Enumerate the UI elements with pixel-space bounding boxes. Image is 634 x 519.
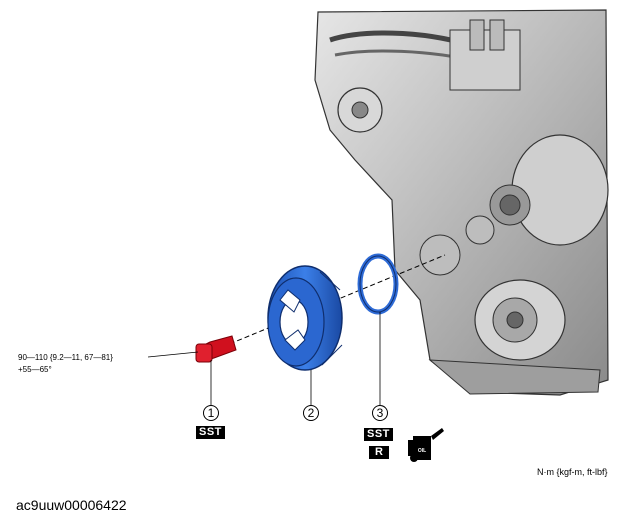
callout-1-sst-badge: SST [196, 426, 225, 439]
oil-seal [357, 253, 399, 315]
callout-3-sst-badge: SST [364, 428, 393, 441]
torque-leader-line [147, 351, 199, 358]
engine-block [314, 9, 609, 396]
callout-3-r-badge: R [369, 446, 389, 459]
oil-icon-text: OIL [418, 448, 426, 454]
callout-1-number: 1 [203, 405, 219, 421]
torque-spec-line2: +55—65° [18, 365, 52, 374]
oil-can-icon: OIL [408, 428, 444, 462]
pulley-bolt [195, 335, 237, 363]
callout-2-number: 2 [303, 405, 319, 421]
crankshaft-pulley [267, 265, 343, 371]
callout-3-number: 3 [372, 405, 388, 421]
units-label: N·m {kgf-m, ft-lbf} [537, 467, 608, 477]
figure-id: ac9uuw00006422 [16, 497, 127, 513]
torque-spec: 90—110 {9.2—11, 67—81} +55—65° [18, 352, 113, 376]
torque-spec-line1: 90—110 {9.2—11, 67—81} [18, 353, 113, 362]
